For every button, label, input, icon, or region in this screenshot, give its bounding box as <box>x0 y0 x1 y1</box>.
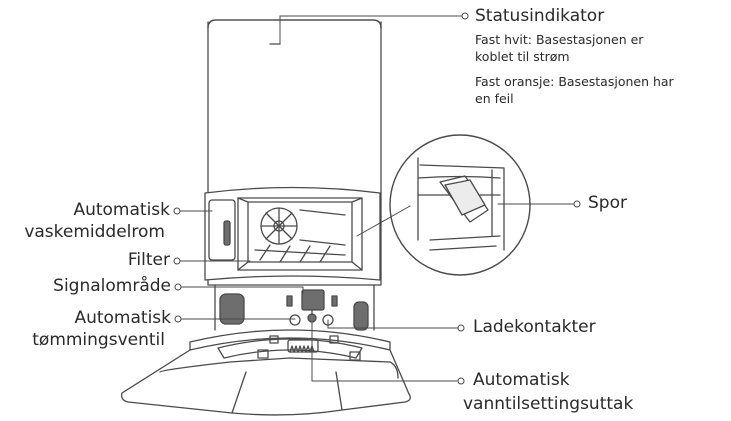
water-outlet-label-line-1: Automatisk <box>473 370 570 390</box>
slot-label: Spor <box>588 193 627 213</box>
water-outlet-label-line-2: vanntilsettingsuttak <box>463 394 634 414</box>
detergent-label-line-1: Automatisk <box>73 200 170 220</box>
leader-lines <box>173 12 581 385</box>
status-indicator-title: Statusindikator <box>475 6 605 26</box>
charging-contacts-label: Ladekontakter <box>473 317 596 337</box>
status-indicator-line-3: Fast oransje: Basestasjonen har <box>475 74 674 89</box>
emptying-valve-label-line-2: tømmingsventil <box>32 330 165 350</box>
signal-area <box>301 289 325 311</box>
filter-label: Filter <box>127 250 170 270</box>
signal-area-label: Signalområde <box>53 276 171 296</box>
status-indicator-line-1: Fast hvit: Basestasjonen er <box>475 32 644 47</box>
detergent-label-line-2: vaskemiddelrom <box>24 222 165 242</box>
emptying-valve-label-line-1: Automatisk <box>74 308 171 328</box>
status-indicator-line-4: en feil <box>475 91 514 106</box>
lower-body <box>214 284 375 331</box>
status-indicator-line-2: koblet til strøm <box>475 49 570 64</box>
ramp <box>120 329 411 416</box>
slot-zoom-view <box>389 134 531 276</box>
detergent-compartment <box>204 186 381 281</box>
